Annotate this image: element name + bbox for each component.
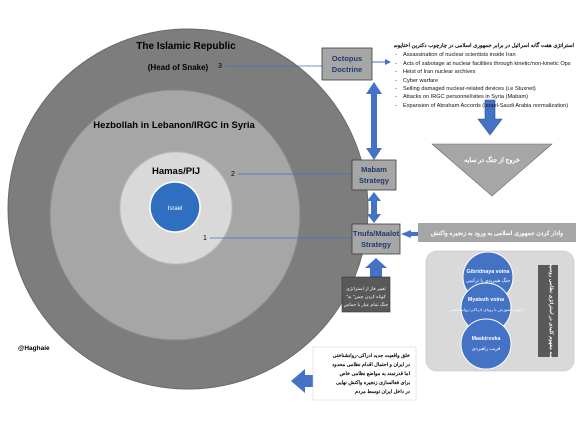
reaction-chain-band-text: وادار کردن جمهوری اسلامی به ورود به زنجی… xyxy=(431,230,563,237)
phase-change-line-3: جنگ تمام عیار با حماس xyxy=(344,301,389,308)
phase-change-line-2: "کوتاه کردن چمن" به xyxy=(346,294,386,300)
phase-change-box xyxy=(341,276,391,313)
russian-concepts-vertical-box xyxy=(538,265,558,357)
octopus-doctrine-list: استراتژی هفت گانه اسرائیل در برابر جمهور… xyxy=(394,42,576,110)
up-arrow-to-tnufa xyxy=(365,258,387,280)
author-handle: @Haghaie xyxy=(18,345,50,352)
octopus-list-item: Heist of Iran nuclear archives xyxy=(394,68,576,77)
callout-line-3: اما قدرتمند به مواضع نظامی خاص xyxy=(339,371,410,377)
double-arrow-mabam-tnufa xyxy=(367,192,381,223)
octopus-list-item: Acts of sabotage at nuclear facilities t… xyxy=(394,60,576,69)
myatezh-title: Myatezh voina xyxy=(468,297,504,303)
number-2: 2 xyxy=(231,171,235,178)
octopus-list-items: Assassination of nuclear scientists insi… xyxy=(394,51,576,110)
outer-circle-title: The Islamic Republic xyxy=(136,41,236,52)
russian-concept-myatezh: Myatezh voina آشوب-شورش یا رویای ادراکی-… xyxy=(449,282,524,334)
mabam-box-line-1: Mabam xyxy=(361,165,387,174)
octopus-box-line-1: Octopus xyxy=(332,54,362,63)
octopus-doctrine-box[interactable]: Octopus Doctrine xyxy=(321,47,373,81)
number-3: 3 xyxy=(218,63,222,70)
phase-change-line-1: تغییر فاز از استراتژی xyxy=(346,286,386,292)
third-circle-title: Hamas/PIJ xyxy=(152,166,200,177)
octopus-box-line-2: Doctrine xyxy=(332,65,362,74)
callout-line-2: در ایران و احتمال اقدام نظامی محدود xyxy=(332,362,411,368)
myatezh-sub: آشوب-شورش یا رویای ادراکی-روانشناختی xyxy=(449,307,524,312)
russian-concepts-vertical-text: سه مفهوم کلیدی در استراتژی نظامی روسیه xyxy=(548,264,554,359)
mabam-box-line-2: Strategy xyxy=(359,176,390,185)
tnufa-to-band-arrow xyxy=(401,230,418,238)
tnufa-maalot-strategy-box[interactable]: Tnufa/Maalot Strategy xyxy=(351,223,401,255)
funnel-triangle xyxy=(431,143,553,197)
callout-left-arrow xyxy=(291,369,316,393)
russian-concept-maskirovka: Maskirovka فریب راهبردی xyxy=(460,318,512,370)
callout-line-1: خلق واقعیت جدید ادراکی-روانشناختی xyxy=(333,353,410,359)
octopus-list-heading: استراتژی هفت گانه اسرائیل در برابر جمهور… xyxy=(394,43,574,49)
octopus-list-item: Cyber warfare xyxy=(394,77,576,86)
octopus-list-item: Attacks on IRGC personnel/sites in Syria… xyxy=(394,93,576,102)
core-circle-israel xyxy=(149,181,201,233)
callout-line-5: در داخل ایران توسط مردم xyxy=(355,389,411,395)
callout-box xyxy=(312,346,417,401)
reaction-chain-band xyxy=(418,223,576,242)
tnufa-box-line-2: Strategy xyxy=(361,240,392,249)
octopus-list-item: Selling damaged nuclear-related devices … xyxy=(394,85,576,94)
second-circle-title: Hezbollah in Lebanon/IRGC in Syria xyxy=(93,120,255,131)
double-arrow-octopus-mabam xyxy=(366,82,382,160)
gibridnaya-title: Gibridnaya voina xyxy=(467,269,510,275)
callout-line-4: برای فعالسازی زنجیره واکنش نهایی xyxy=(336,380,411,386)
outer-circle-subtitle: (Head of Snake) xyxy=(148,63,209,72)
funnel-text: خروج از جنگ در سایه xyxy=(464,156,520,164)
gibridnaya-sub: جنگ هیبریدی یا ترکیبی xyxy=(466,277,510,284)
tnufa-box-line-1: Tnufa/Maalot xyxy=(353,229,400,238)
mabam-strategy-box[interactable]: Mabam Strategy xyxy=(351,159,397,191)
maskirovka-sub: فریب راهبردی xyxy=(472,346,501,352)
core-circle-title: Israel xyxy=(168,206,183,212)
octopus-list-item: Assassination of nuclear scientists insi… xyxy=(394,51,576,60)
octopus-list-item: Expansion of Abraham Accords (Israel-Sau… xyxy=(394,102,576,110)
number-1: 1 xyxy=(203,235,207,242)
maskirovka-title: Maskirovka xyxy=(472,336,501,342)
